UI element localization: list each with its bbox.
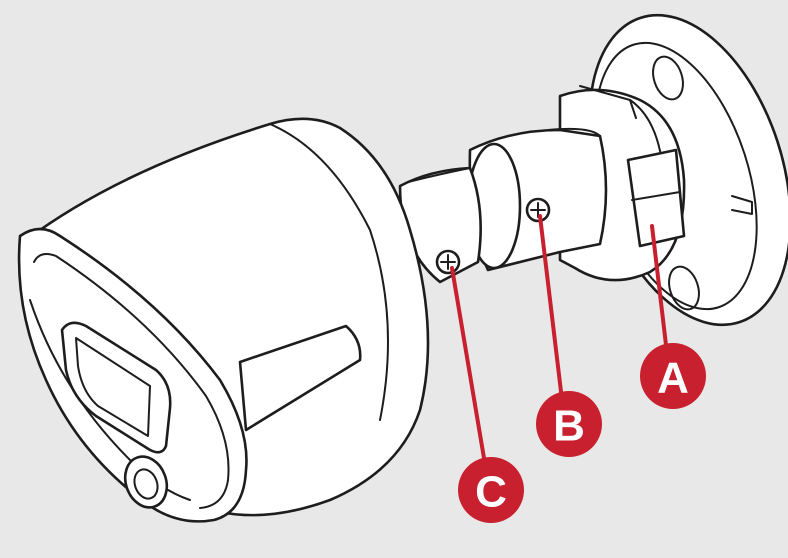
callout-b: B <box>536 391 602 457</box>
front-face <box>17 227 248 523</box>
callout-c-letter: C <box>475 468 507 517</box>
callout-a: A <box>640 343 706 409</box>
lock-tab <box>626 148 686 248</box>
callout-a-leader <box>650 224 670 364</box>
callout-c: C <box>458 457 524 523</box>
mount-hole-bottom <box>668 265 700 311</box>
spotlight-window <box>60 321 172 454</box>
callout-b-leader <box>538 214 564 402</box>
side-fin <box>238 324 362 432</box>
callout-b-letter: B <box>553 402 585 451</box>
mount-slot <box>731 195 753 215</box>
callout-c-leader <box>450 266 488 472</box>
callout-a-letter: A <box>657 354 689 403</box>
callout-b-badge <box>536 391 602 457</box>
callout-a-badge <box>640 343 706 409</box>
camera-housing <box>24 117 430 517</box>
mount-hole-top <box>652 55 684 101</box>
callout-c-badge <box>458 457 524 523</box>
